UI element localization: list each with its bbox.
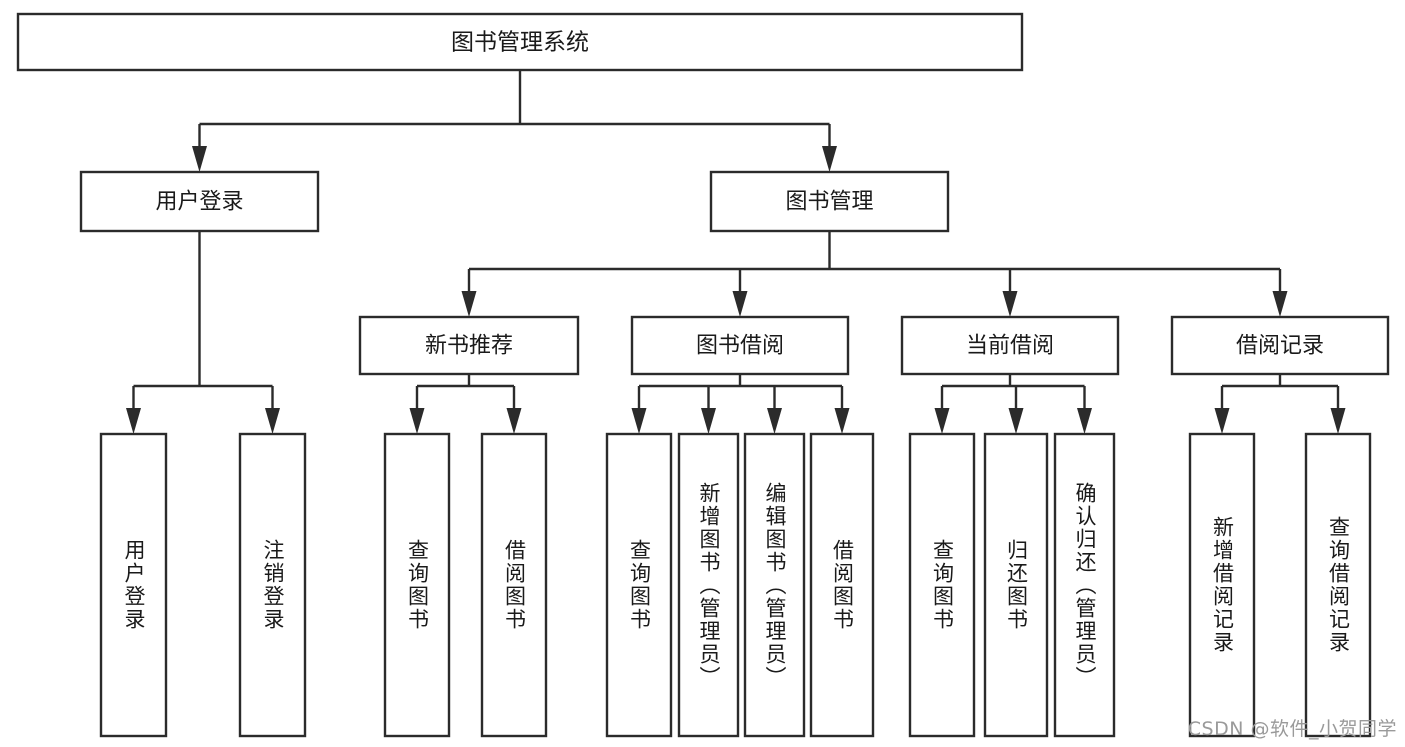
node-box-borrow_record[interactable] [1170,315,1390,376]
connector-group-root [192,70,837,172]
node-leaf_add_record[interactable] [1188,432,1256,738]
node-box-leaf_user_logout[interactable] [238,432,307,738]
node-box-book_borrow[interactable] [630,315,850,376]
node-leaf_add_book[interactable] [677,432,740,738]
node-borrow_record[interactable]: 借阅记录 [1170,315,1390,376]
node-current_borrow[interactable]: 当前借阅 [900,315,1120,376]
arrow-head-icon [1002,291,1018,317]
node-box-leaf_query_book_rec[interactable] [383,432,451,738]
connector-group-book_manage [461,231,1288,317]
node-leaf_confirm_return[interactable] [1053,432,1116,738]
node-leaf_query_record[interactable] [1304,432,1372,738]
node-box-leaf_query_book_b[interactable] [605,432,673,738]
arrow-head-icon [126,408,141,434]
arrow-head-icon [506,408,522,434]
node-box-current_borrow[interactable] [900,315,1120,376]
node-box-user_login[interactable] [79,170,320,233]
node-leaf_return_book[interactable] [983,432,1049,738]
node-box-new_book_rec[interactable] [358,315,580,376]
node-label-root: 图书管理系统 [451,30,589,56]
connectors-layer [126,70,1346,434]
arrow-head-icon [265,408,280,434]
connector-group-new_book_rec [409,374,522,434]
node-new_book_rec[interactable]: 新书推荐 [358,315,580,376]
node-book_borrow[interactable]: 图书借阅 [630,315,850,376]
arrow-head-icon [834,408,850,434]
node-leaf_borrow_book_b[interactable] [809,432,875,738]
node-box-leaf_add_record[interactable] [1188,432,1256,738]
node-user_login[interactable]: 用户登录 [79,170,320,233]
arrow-head-icon [192,146,207,172]
arrow-head-icon [631,408,647,434]
node-box-leaf_user_login[interactable] [99,432,168,738]
node-root[interactable]: 图书管理系统 [16,12,1024,72]
connector-group-book_borrow [631,374,850,434]
node-leaf_query_book_rec[interactable] [383,432,451,738]
node-leaf_edit_book[interactable] [743,432,806,738]
arrow-head-icon [1330,408,1346,434]
node-leaf_query_book_c[interactable] [908,432,976,738]
connector-group-borrow_record [1214,374,1346,434]
arrow-head-icon [767,408,782,434]
node-box-leaf_return_book[interactable] [983,432,1049,738]
node-box-leaf_edit_book[interactable] [743,432,806,738]
node-box-leaf_borrow_book_b[interactable] [809,432,875,738]
node-box-leaf_query_book_c[interactable] [908,432,976,738]
node-label-new_book_rec: 新书推荐 [425,334,513,359]
node-label-borrow_record: 借阅记录 [1236,334,1324,359]
arrow-head-icon [822,146,837,172]
node-leaf_borrow_book_rec[interactable] [480,432,548,738]
node-label-current_borrow: 当前借阅 [966,334,1054,359]
arrow-head-icon [1214,408,1230,434]
node-box-leaf_borrow_book_rec[interactable] [480,432,548,738]
arrow-head-icon [934,408,950,434]
watermark-text: CSDN @软件_小贺同学 [1187,718,1397,740]
node-leaf_query_book_b[interactable] [605,432,673,738]
node-box-root[interactable] [16,12,1024,72]
arrow-head-icon [461,291,477,317]
node-label-book_manage: 图书管理 [785,190,873,215]
node-leaf_user_login[interactable] [99,432,168,738]
connector-group-user_login [126,231,280,434]
node-box-book_manage[interactable] [709,170,950,233]
connector-group-current_borrow [934,374,1092,434]
node-leaf_user_logout[interactable] [238,432,307,738]
node-label-user_login: 用户登录 [155,190,243,215]
node-box-leaf_confirm_return[interactable] [1053,432,1116,738]
node-box-leaf_add_book[interactable] [677,432,740,738]
arrow-head-icon [1077,408,1092,434]
arrow-head-icon [701,408,716,434]
node-box-leaf_query_record[interactable] [1304,432,1372,738]
arrow-head-icon [732,291,748,317]
arrow-head-icon [409,408,425,434]
arrow-head-icon [1272,291,1288,317]
arrow-head-icon [1008,408,1024,434]
node-book_manage[interactable]: 图书管理 [709,170,950,233]
node-label-book_borrow: 图书借阅 [696,334,784,359]
